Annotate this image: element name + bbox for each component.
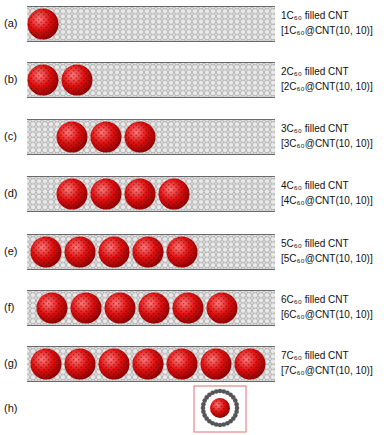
sample-formula: [4C₆₀@CNT(10, 10)]	[281, 195, 373, 207]
panel-letter: (g)	[4, 357, 17, 369]
c60-fullerene	[37, 293, 68, 324]
c60-texture	[210, 398, 230, 418]
tube-edge	[27, 290, 275, 291]
c60-fullerene	[31, 349, 62, 380]
c60-fullerene	[133, 237, 164, 268]
tube-edge	[27, 234, 275, 235]
tube-edge	[27, 269, 275, 270]
nanotube-row	[27, 176, 275, 212]
nanotube-row	[27, 119, 275, 155]
sample-formula: [1C₆₀@CNT(10, 10)]	[281, 25, 373, 37]
panel-letter: (h)	[4, 402, 17, 414]
panel-letter: (c)	[4, 130, 17, 142]
cross-section	[194, 386, 246, 432]
panel-letter: (d)	[4, 187, 17, 199]
nanotube-wall	[27, 234, 275, 270]
c60-fullerene	[125, 179, 156, 210]
c60-fullerene	[210, 398, 230, 418]
nanotube-row	[27, 6, 275, 42]
c60-fullerene	[99, 237, 130, 268]
c60-fullerene	[71, 293, 102, 324]
c60-fullerene	[173, 293, 204, 324]
tube-edge	[27, 346, 275, 347]
inset-frame	[194, 386, 246, 432]
c60-fullerene	[235, 349, 266, 380]
c60-fullerene	[65, 349, 96, 380]
c60-fullerene	[167, 349, 198, 380]
c60-fullerene	[167, 237, 198, 268]
nanotube-wall	[27, 176, 275, 212]
c60-fullerene	[65, 237, 96, 268]
nanotube-row	[27, 290, 275, 326]
sample-formula: [5C₆₀@CNT(10, 10)]	[281, 253, 373, 265]
nanotube-row	[27, 234, 275, 270]
tube-edge	[27, 325, 275, 326]
c60-fullerene	[91, 179, 122, 210]
nanotube-wall	[27, 6, 275, 42]
sample-name: 7C₆₀ filled CNT	[281, 350, 349, 362]
c60-fullerene	[159, 179, 190, 210]
c60-fullerene	[62, 65, 93, 96]
c60-fullerene	[125, 122, 156, 153]
tube-edge	[27, 62, 275, 63]
panel-letter: (e)	[4, 245, 17, 257]
c60-fullerene	[91, 122, 122, 153]
c60-fullerene	[57, 179, 88, 210]
c60-fullerene	[133, 349, 164, 380]
sample-name: 4C₆₀ filled CNT	[281, 180, 349, 192]
tube-edge	[27, 211, 275, 212]
sample-formula: [2C₆₀@CNT(10, 10)]	[281, 81, 373, 93]
c60-fullerene	[28, 9, 59, 40]
nanotube-row	[27, 346, 275, 382]
nanotube-row	[27, 62, 275, 98]
sample-name: 5C₆₀ filled CNT	[281, 238, 349, 250]
tube-edge	[27, 97, 275, 98]
c60-fullerene	[201, 349, 232, 380]
c60-fullerene	[57, 122, 88, 153]
c60-fullerene	[105, 293, 136, 324]
sample-formula: [3C₆₀@CNT(10, 10)]	[281, 138, 373, 150]
panel-letter: (b)	[4, 73, 17, 85]
tube-edge	[27, 381, 275, 382]
sample-name: 6C₆₀ filled CNT	[281, 294, 349, 306]
c60-fullerene	[207, 293, 238, 324]
c60-fullerene	[99, 349, 130, 380]
sample-name: 1C₆₀ filled CNT	[281, 10, 349, 22]
tube-edge	[27, 6, 275, 7]
sample-name: 2C₆₀ filled CNT	[281, 66, 349, 78]
panel-letter: (a)	[4, 17, 17, 29]
tube-atom	[234, 402, 239, 407]
sample-name: 3C₆₀ filled CNT	[281, 123, 349, 135]
nanotube-wall	[27, 62, 275, 98]
sample-formula: [7C₆₀@CNT(10, 10)]	[281, 365, 373, 377]
c60-fullerene	[139, 293, 170, 324]
nanotube-wall	[27, 119, 275, 155]
tube-edge	[27, 154, 275, 155]
c60-fullerene	[28, 65, 59, 96]
nanotube-wall	[27, 346, 275, 382]
tube-edge	[27, 176, 275, 177]
tube-edge	[27, 119, 275, 120]
panel-letter: (f)	[4, 301, 14, 313]
c60-fullerene	[31, 237, 62, 268]
tube-edge	[27, 41, 275, 42]
nanotube-wall	[27, 290, 275, 326]
sample-formula: [6C₆₀@CNT(10, 10)]	[281, 309, 373, 321]
